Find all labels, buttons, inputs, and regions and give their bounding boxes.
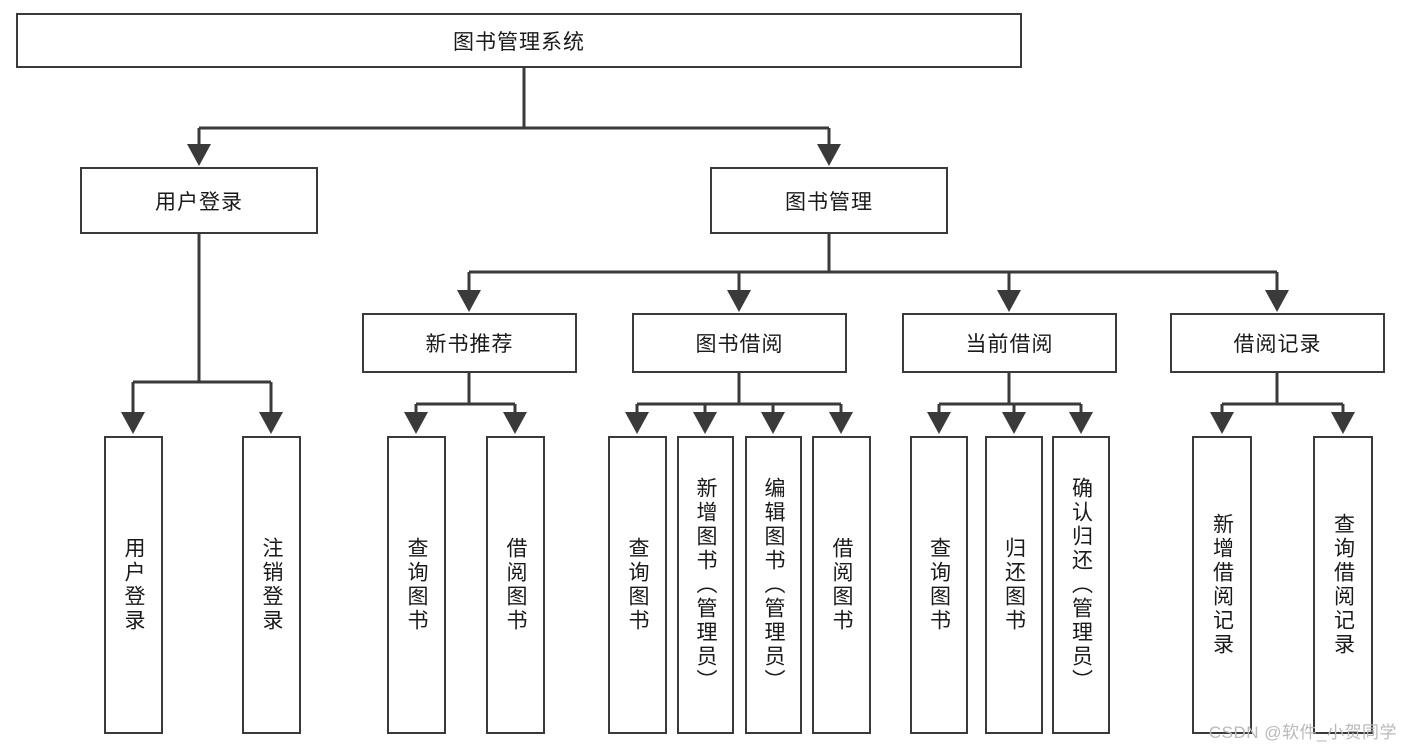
node-label: 用户登录	[122, 537, 145, 633]
leaf-new-book-borrow[interactable]: 借阅图书	[486, 436, 545, 734]
node-label: 编辑图书（管理员）	[762, 477, 785, 693]
leaf-borrow-borrow-book[interactable]: 借阅图书	[812, 436, 871, 734]
leaf-current-query-book[interactable]: 查询图书	[910, 436, 968, 734]
node-new-book-recommendation[interactable]: 新书推荐	[362, 313, 577, 373]
node-book-management[interactable]: 图书管理	[710, 167, 948, 234]
node-borrowing-record[interactable]: 借阅记录	[1170, 313, 1385, 373]
node-label: 查询图书	[626, 537, 649, 633]
node-label: 新增图书（管理员）	[694, 477, 717, 693]
node-label: 借阅记录	[1233, 333, 1322, 356]
node-user-login[interactable]: 用户登录	[80, 167, 318, 234]
node-label: 查询图书	[927, 537, 951, 633]
node-label: 用户登录	[155, 190, 243, 214]
node-label: 确认归还（管理员）	[1069, 477, 1093, 693]
leaf-borrow-edit-book[interactable]: 编辑图书（管理员）	[745, 436, 802, 734]
leaf-new-book-query[interactable]: 查询图书	[387, 436, 446, 734]
leaf-record-add[interactable]: 新增借阅记录	[1192, 436, 1252, 734]
leaf-user-login-login[interactable]: 用户登录	[104, 436, 163, 734]
leaf-borrow-add-book[interactable]: 新增图书（管理员）	[677, 436, 734, 734]
node-label: 借阅图书	[504, 537, 527, 633]
node-label: 图书管理系统	[453, 30, 585, 54]
node-label: 新书推荐	[425, 333, 514, 356]
leaf-borrow-query-book[interactable]: 查询图书	[608, 436, 667, 734]
csdn-watermark: CSDN @软件_小贺同学	[1208, 723, 1397, 742]
node-book-borrowing[interactable]: 图书借阅	[632, 313, 847, 373]
node-book-management-system[interactable]: 图书管理系统	[16, 13, 1022, 68]
leaf-current-confirm-return[interactable]: 确认归还（管理员）	[1052, 436, 1110, 734]
node-label: 当前借阅	[965, 333, 1054, 356]
node-label: 查询借阅记录	[1331, 513, 1355, 657]
leaf-record-query[interactable]: 查询借阅记录	[1313, 436, 1373, 734]
node-label: 查询图书	[405, 537, 428, 633]
node-label: 图书管理	[785, 190, 873, 214]
node-label: 新增借阅记录	[1210, 513, 1234, 657]
node-label: 图书借阅	[695, 333, 784, 356]
node-label: 归还图书	[1002, 537, 1026, 633]
node-label: 借阅图书	[830, 537, 853, 633]
node-label: 注销登录	[260, 537, 283, 633]
leaf-user-login-logout[interactable]: 注销登录	[242, 436, 301, 734]
leaf-current-return-book[interactable]: 归还图书	[985, 436, 1043, 734]
node-current-borrowing[interactable]: 当前借阅	[902, 313, 1117, 373]
